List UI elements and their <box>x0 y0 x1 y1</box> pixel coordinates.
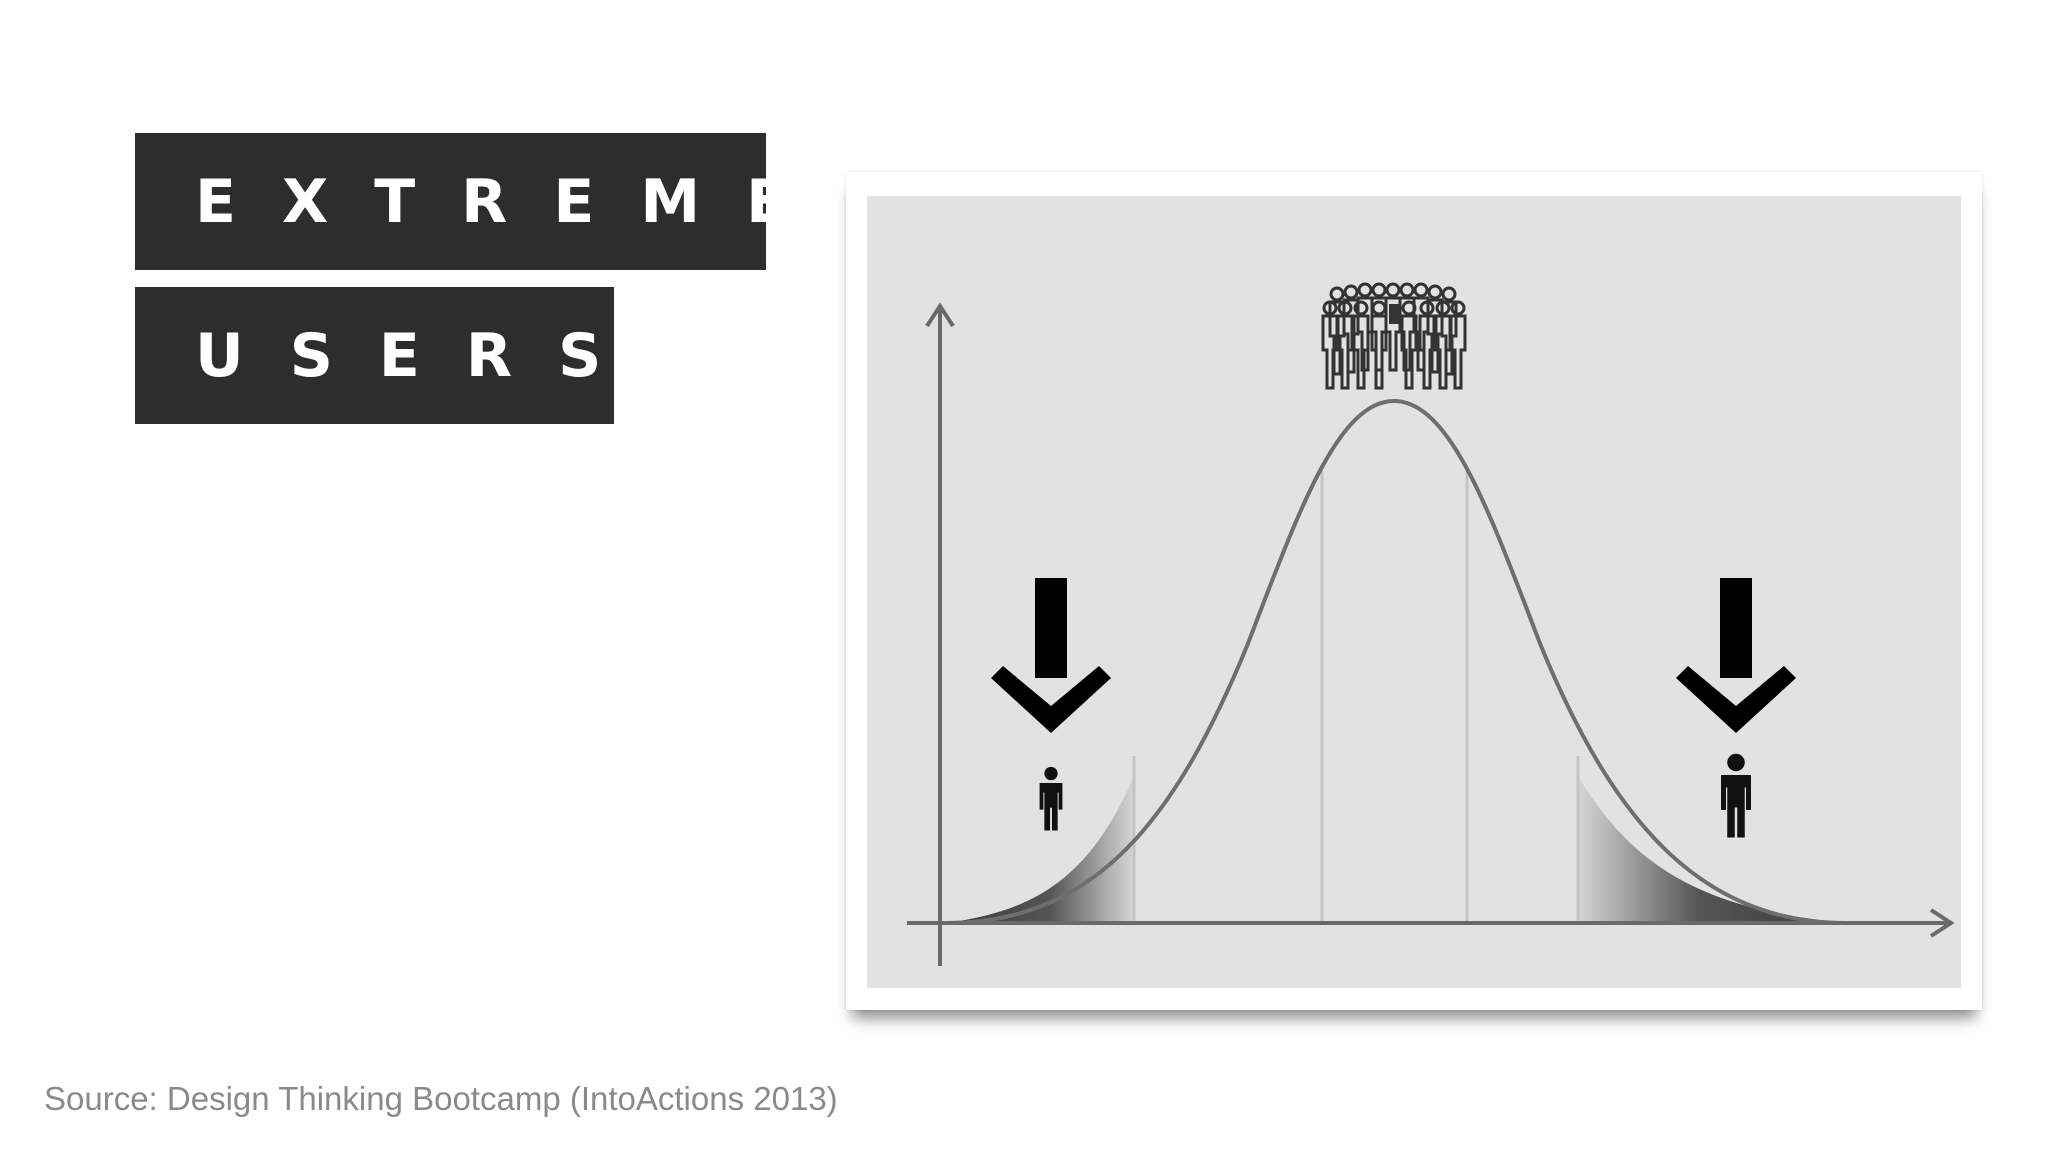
crowd-icon <box>1321 282 1467 390</box>
source-caption: Source: Design Thinking Bootcamp (IntoAc… <box>44 1080 838 1117</box>
diagram-photo-frame <box>846 172 1982 1010</box>
x-axis-arrowhead <box>1929 908 1955 938</box>
title-line-users: USERS <box>135 287 614 424</box>
right-tail-shading <box>1578 776 1847 923</box>
left-tail-shading <box>947 776 1134 923</box>
title-line-extreme-text: EXTREME <box>195 166 834 237</box>
title-line-extreme: EXTREME <box>135 133 787 270</box>
bell-curve <box>946 398 1848 925</box>
y-axis-arrowhead <box>925 302 955 328</box>
title-line-users-text: USERS <box>195 320 648 391</box>
bell-curve-diagram <box>867 196 1961 988</box>
